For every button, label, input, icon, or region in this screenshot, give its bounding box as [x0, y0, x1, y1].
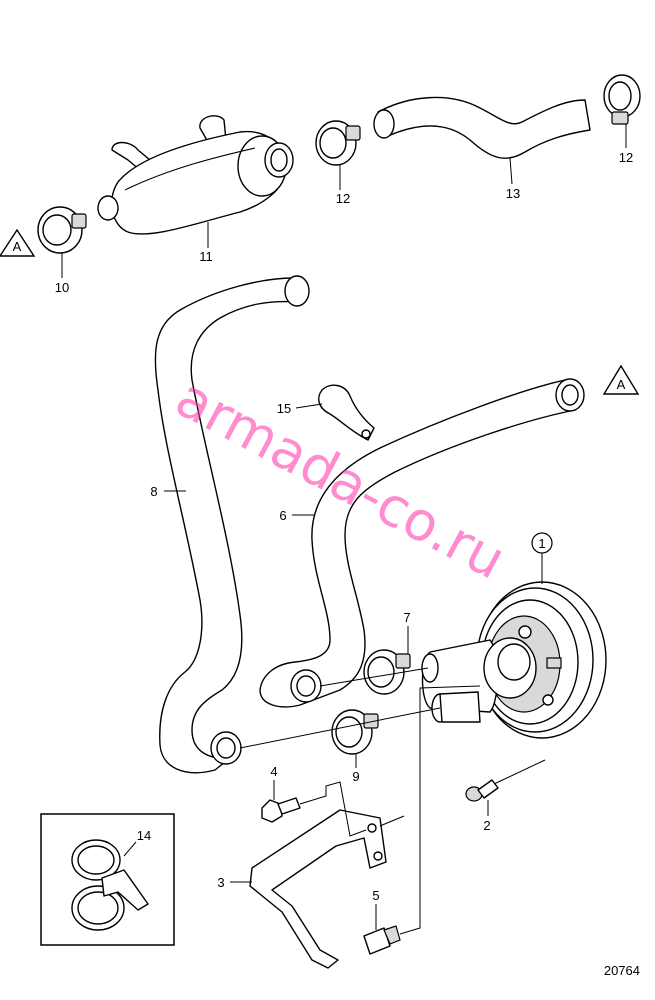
callout-12-right: 12	[619, 150, 633, 165]
callout-14: 14	[137, 828, 151, 843]
svg-text:A: A	[617, 377, 626, 392]
hose-8	[154, 275, 310, 774]
pump-1	[421, 581, 607, 739]
clamp-7	[363, 649, 411, 695]
hose-13	[373, 96, 591, 159]
inset-frame	[40, 813, 175, 946]
callout-5: 5	[372, 888, 379, 903]
callout-3: 3	[217, 875, 224, 890]
clamp-12-right	[603, 74, 641, 125]
callout-4: 4	[270, 764, 277, 779]
svg-text:A: A	[13, 239, 22, 254]
screw-2	[465, 759, 546, 802]
callout-2: 2	[483, 818, 490, 833]
svg-text:1: 1	[538, 536, 545, 551]
clamp-9	[331, 709, 379, 755]
inset-clamp-14	[40, 813, 175, 946]
clamp-15	[318, 384, 375, 441]
callout-7: 7	[403, 610, 410, 625]
screw-4	[261, 781, 367, 837]
callout-9: 9	[352, 769, 359, 784]
callout-1: 1	[531, 532, 553, 554]
callout-10: 10	[55, 280, 69, 295]
figure-number: 20764	[604, 963, 640, 978]
reference-mark-a-left: A	[0, 228, 36, 257]
bracket-3	[249, 809, 405, 969]
callout-6: 6	[279, 508, 286, 523]
connector-5	[363, 685, 481, 955]
callout-11: 11	[199, 249, 213, 264]
callout-13: 13	[506, 186, 520, 201]
callout-12-middle: 12	[336, 191, 350, 206]
callout-15: 15	[277, 401, 291, 416]
clamp-10	[37, 206, 87, 254]
reference-mark-a-right: A	[602, 364, 640, 395]
callout-8: 8	[150, 484, 157, 499]
cooler-11	[97, 115, 294, 235]
clamp-12-middle	[315, 120, 361, 166]
hose-6	[259, 378, 585, 708]
